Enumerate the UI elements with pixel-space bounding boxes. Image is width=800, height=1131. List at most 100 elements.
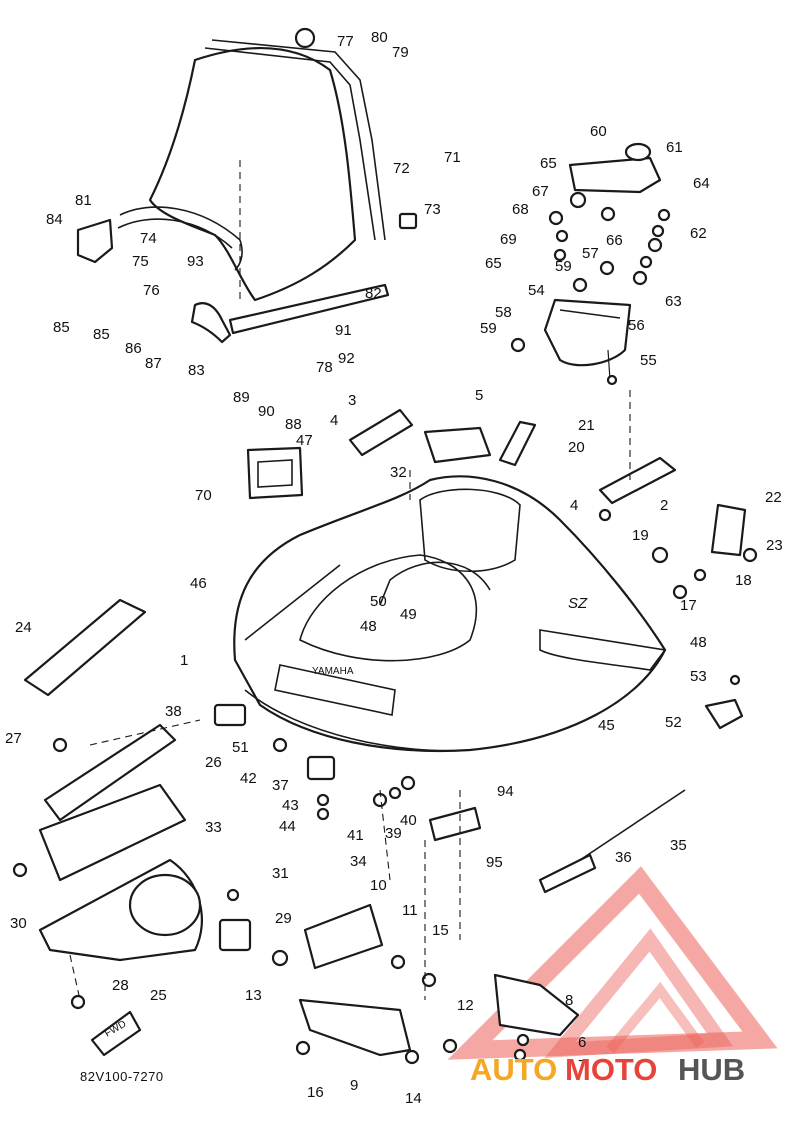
lower-parts (12, 508, 758, 1065)
drawing-code: 82V100-7270 (80, 1069, 164, 1084)
callout-42: 42 (240, 770, 257, 787)
callout-39: 39 (385, 825, 402, 842)
callout-4: 4 (330, 412, 338, 429)
callout-18: 18 (735, 572, 752, 589)
callout-67: 67 (532, 183, 549, 200)
callout-24: 24 (15, 619, 32, 636)
callout-26: 26 (205, 754, 222, 771)
callout-44: 44 (279, 818, 296, 835)
callout-6: 6 (578, 1034, 586, 1051)
callout-52: 52 (665, 714, 682, 731)
hood-pads (23, 408, 747, 697)
callout-28: 28 (112, 977, 129, 994)
callout-21: 21 (578, 417, 595, 434)
callout-51: 51 (232, 739, 249, 756)
callout-36: 36 (615, 849, 632, 866)
callout-76: 76 (143, 282, 160, 299)
callout-labels: 1234456789101112131415161718192021222324… (5, 29, 783, 1107)
watermark-auto: AUTO (470, 1052, 557, 1087)
callout-85: 85 (53, 319, 70, 336)
callout-61: 61 (666, 139, 683, 156)
watermark-logo (447, 866, 778, 1060)
callout-77: 77 (337, 33, 354, 50)
watermark-text: AUTO MOTO HUB (470, 1052, 745, 1087)
callout-91: 91 (335, 322, 352, 339)
callout-38: 38 (165, 703, 182, 720)
callout-59: 59 (555, 258, 572, 275)
callout-4: 4 (570, 497, 578, 514)
callout-41: 41 (347, 827, 364, 844)
callout-17: 17 (680, 597, 697, 614)
callout-74: 74 (140, 230, 157, 247)
callout-85: 85 (93, 326, 110, 343)
callout-5: 5 (475, 387, 483, 404)
callout-43: 43 (282, 797, 299, 814)
callout-79: 79 (392, 44, 409, 61)
handlebar-bracket-assembly (510, 142, 671, 386)
callout-46: 46 (190, 575, 207, 592)
callout-95: 95 (486, 854, 503, 871)
callout-58: 58 (495, 304, 512, 321)
callout-72: 72 (393, 160, 410, 177)
callout-62: 62 (690, 225, 707, 242)
callout-15: 15 (432, 922, 449, 939)
callout-75: 75 (132, 253, 149, 270)
callout-2: 2 (660, 497, 668, 514)
hood-emblem: SZ (568, 595, 588, 612)
callout-31: 31 (272, 865, 289, 882)
callout-14: 14 (405, 1090, 422, 1107)
windshield-assembly (76, 27, 418, 344)
callout-92: 92 (338, 350, 355, 367)
callout-11: 11 (402, 902, 418, 919)
callout-81: 81 (75, 192, 92, 209)
callout-57: 57 (582, 245, 599, 262)
callout-93: 93 (187, 253, 204, 270)
callout-48: 48 (690, 634, 707, 651)
callout-1: 1 (180, 652, 188, 669)
callout-37: 37 (272, 777, 289, 794)
callout-27: 27 (5, 730, 22, 747)
callout-83: 83 (188, 362, 205, 379)
callout-30: 30 (10, 915, 27, 932)
hood-body: YAMAHA SZ (233, 475, 667, 753)
callout-54: 54 (528, 282, 545, 299)
callout-73: 73 (424, 201, 441, 218)
callout-48: 48 (360, 618, 377, 635)
callout-25: 25 (150, 987, 167, 1004)
callout-47: 47 (296, 432, 313, 449)
callout-71: 71 (444, 149, 461, 166)
callout-50: 50 (370, 593, 387, 610)
callout-3: 3 (348, 392, 356, 409)
callout-65: 65 (540, 155, 557, 172)
hood-brand-label: YAMAHA (312, 666, 354, 677)
callout-94: 94 (497, 783, 514, 800)
fwd-arrow: FWD (90, 1010, 142, 1057)
callout-82: 82 (365, 285, 382, 302)
callout-78: 78 (316, 359, 333, 376)
callout-87: 87 (145, 355, 162, 372)
guide-lines (69, 160, 631, 1001)
callout-60: 60 (590, 123, 607, 140)
callout-89: 89 (233, 389, 250, 406)
callout-23: 23 (766, 537, 783, 554)
callout-69: 69 (500, 231, 517, 248)
callout-84: 84 (46, 211, 63, 228)
callout-49: 49 (400, 606, 417, 623)
callout-35: 35 (670, 837, 687, 854)
callout-16: 16 (307, 1084, 324, 1101)
callout-20: 20 (568, 439, 585, 456)
callout-59: 59 (480, 320, 497, 337)
callout-90: 90 (258, 403, 275, 420)
callout-33: 33 (205, 819, 222, 836)
watermark-hub: HUB (678, 1052, 745, 1087)
callout-86: 86 (125, 340, 142, 357)
callout-9: 9 (350, 1077, 358, 1094)
callout-55: 55 (640, 352, 657, 369)
callout-53: 53 (690, 668, 707, 685)
callout-70: 70 (195, 487, 212, 504)
callout-65: 65 (485, 255, 502, 272)
callout-64: 64 (693, 175, 710, 192)
callout-12: 12 (457, 997, 474, 1014)
callout-32: 32 (390, 464, 407, 481)
